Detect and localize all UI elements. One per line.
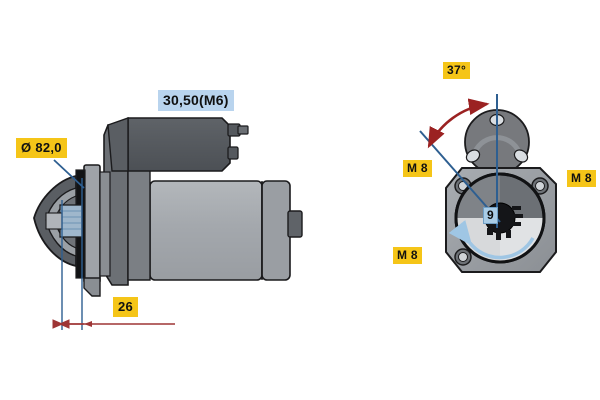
callout-terminals: 30,50(M6) (158, 90, 234, 111)
solenoid-stud-right (513, 149, 529, 163)
dimension-extension-lines (61, 178, 83, 330)
callout-bolt-left-lower: M 8 (393, 247, 422, 264)
angle-arc-37 (427, 98, 490, 149)
callout-depth-26: 26 (113, 297, 139, 317)
callout-angle-37: 37° (443, 62, 471, 79)
dimension-line-26 (52, 319, 175, 329)
side-view-group (33, 117, 303, 330)
callout-bolt-left-upper: M 8 (403, 160, 432, 177)
motor-yoke (149, 180, 303, 281)
callout-diameter: Ø 82,0 (16, 138, 67, 158)
pinion-gear (45, 204, 83, 238)
callout-bolt-right: M 8 (567, 170, 596, 187)
solenoid-stud-left (465, 149, 481, 163)
callout-pinion-teeth: 9 (483, 207, 498, 224)
solenoid-terminal-50 (227, 146, 239, 160)
rotation-direction-arrow (448, 220, 535, 260)
solenoid-assembly (107, 117, 249, 172)
diameter-leader-line (53, 159, 85, 189)
front-view-group (419, 94, 557, 273)
